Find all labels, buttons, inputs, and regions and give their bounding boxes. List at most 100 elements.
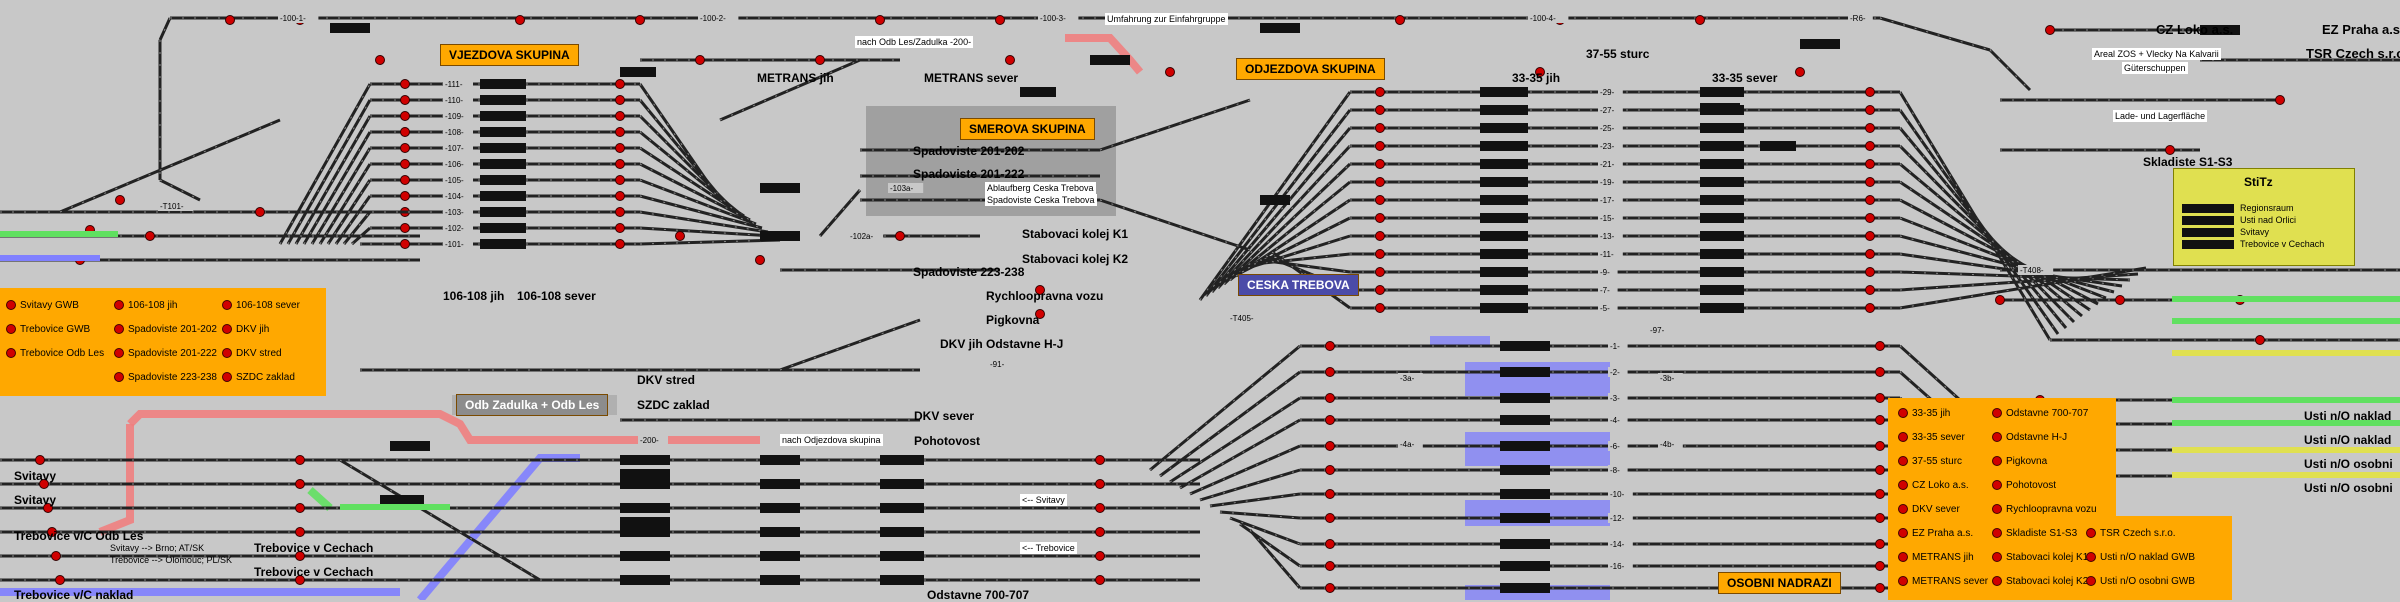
- signal-icon[interactable]: [1875, 441, 1885, 451]
- entry-bar-blue-trebovice[interactable]: [0, 255, 100, 261]
- panel-signal-button[interactable]: Spadoviste 201-202: [114, 324, 217, 335]
- signal-icon[interactable]: [1795, 67, 1805, 77]
- signal-icon[interactable]: [255, 207, 265, 217]
- track-segment[interactable]: [159, 178, 201, 202]
- panel-signal-button[interactable]: SZDC zaklad: [222, 372, 295, 383]
- track-segment[interactable]: [818, 189, 862, 237]
- signal-icon[interactable]: [1375, 303, 1385, 313]
- exit-bar-green-4[interactable]: [2172, 420, 2400, 426]
- signal-icon[interactable]: [39, 479, 49, 489]
- signal-icon[interactable]: [400, 111, 410, 121]
- signal-icon[interactable]: [615, 79, 625, 89]
- track-segment[interactable]: [318, 163, 372, 245]
- panel-signal-button[interactable]: METRANS sever: [1898, 576, 1988, 587]
- panel-signal-button[interactable]: CZ Loko a.s.: [1898, 480, 1969, 491]
- signal-icon[interactable]: [1325, 561, 1335, 571]
- signal-icon[interactable]: [615, 143, 625, 153]
- exit-bar-yellow-3[interactable]: [2172, 472, 2400, 478]
- signal-icon[interactable]: [2275, 95, 2285, 105]
- signal-icon[interactable]: [1095, 455, 1105, 465]
- platform-top[interactable]: [1430, 336, 1490, 346]
- signal-icon[interactable]: [1325, 367, 1335, 377]
- signal-icon[interactable]: [1375, 141, 1385, 151]
- signal-icon[interactable]: [1865, 267, 1875, 277]
- signal-icon[interactable]: [1325, 393, 1335, 403]
- signal-icon[interactable]: [1165, 67, 1175, 77]
- track-segment[interactable]: [639, 226, 775, 238]
- track-segment[interactable]: [1209, 492, 1301, 508]
- signal-icon[interactable]: [895, 231, 905, 241]
- signal-icon[interactable]: [1375, 267, 1385, 277]
- signal-icon[interactable]: [1325, 465, 1335, 475]
- signal-icon[interactable]: [115, 195, 125, 205]
- panel-signal-button[interactable]: Trebovice Odb Les: [6, 348, 104, 359]
- signal-icon[interactable]: [995, 15, 1005, 25]
- signal-icon[interactable]: [225, 15, 235, 25]
- track-segment[interactable]: [278, 83, 372, 245]
- signal-icon[interactable]: [400, 143, 410, 153]
- signal-icon[interactable]: [400, 223, 410, 233]
- signal-icon[interactable]: [295, 503, 305, 513]
- signal-icon[interactable]: [2255, 335, 2265, 345]
- exit-bar-green-2[interactable]: [2172, 318, 2400, 324]
- signal-icon[interactable]: [400, 239, 410, 249]
- track-segment[interactable]: [639, 146, 745, 218]
- signal-icon[interactable]: [615, 111, 625, 121]
- stitz-row[interactable]: Regionsraum: [2182, 203, 2294, 214]
- exit-bar-yellow-2[interactable]: [2172, 447, 2400, 453]
- signal-icon[interactable]: [1375, 195, 1385, 205]
- signal-icon[interactable]: [1875, 367, 1885, 377]
- panel-signal-button[interactable]: TSR Czech s.r.o.: [2086, 528, 2176, 539]
- signal-icon[interactable]: [1865, 105, 1875, 115]
- signal-icon[interactable]: [1095, 527, 1105, 537]
- signal-icon[interactable]: [2115, 295, 2125, 305]
- signal-icon[interactable]: [2165, 145, 2175, 155]
- track-segment[interactable]: [1099, 98, 1251, 152]
- signal-icon[interactable]: [400, 127, 410, 137]
- signal-icon[interactable]: [1865, 231, 1875, 241]
- signal-icon[interactable]: [1875, 539, 1885, 549]
- signal-icon[interactable]: [400, 175, 410, 185]
- signal-icon[interactable]: [1375, 177, 1385, 187]
- track-segment[interactable]: [1879, 16, 1991, 52]
- track-segment[interactable]: [719, 58, 861, 122]
- signal-icon[interactable]: [1865, 123, 1875, 133]
- signal-icon[interactable]: [1865, 249, 1875, 259]
- panel-signal-button[interactable]: METRANS jih: [1898, 552, 1974, 563]
- signal-icon[interactable]: [1395, 15, 1405, 25]
- signal-icon[interactable]: [1875, 513, 1885, 523]
- track-segment[interactable]: [1210, 127, 1352, 293]
- signal-icon[interactable]: [400, 79, 410, 89]
- panel-signal-button[interactable]: 33-35 sever: [1898, 432, 1965, 443]
- signal-icon[interactable]: [145, 231, 155, 241]
- signal-icon[interactable]: [615, 207, 625, 217]
- signal-icon[interactable]: [400, 191, 410, 201]
- signal-icon[interactable]: [615, 175, 625, 185]
- track-segment[interactable]: [342, 211, 372, 245]
- signal-icon[interactable]: [1865, 87, 1875, 97]
- signal-icon[interactable]: [615, 127, 625, 137]
- signal-icon[interactable]: [695, 55, 705, 65]
- track-segment[interactable]: [639, 130, 739, 214]
- signal-icon[interactable]: [615, 159, 625, 169]
- signal-icon[interactable]: [400, 159, 410, 169]
- signal-icon[interactable]: [1375, 231, 1385, 241]
- signal-icon[interactable]: [1375, 123, 1385, 133]
- signal-icon[interactable]: [1095, 551, 1105, 561]
- signal-icon[interactable]: [615, 223, 625, 233]
- signal-icon[interactable]: [1865, 213, 1875, 223]
- signal-icon[interactable]: [875, 15, 885, 25]
- track-segment[interactable]: [419, 506, 461, 534]
- panel-signal-button[interactable]: DKV sever: [1898, 504, 1960, 515]
- signal-icon[interactable]: [1325, 415, 1335, 425]
- signal-icon[interactable]: [295, 575, 305, 585]
- panel-signal-button[interactable]: 37-55 sturc: [1898, 456, 1962, 467]
- signal-icon[interactable]: [295, 527, 305, 537]
- track-segment[interactable]: [1899, 162, 2083, 318]
- panel-signal-button[interactable]: Stabovaci kolej K1: [1992, 552, 2088, 563]
- track-segment[interactable]: [1899, 180, 2091, 312]
- entry-bar-green-2[interactable]: [340, 504, 450, 510]
- signal-icon[interactable]: [1325, 539, 1335, 549]
- signal-icon[interactable]: [1875, 489, 1885, 499]
- track-segment[interactable]: [1199, 468, 1301, 502]
